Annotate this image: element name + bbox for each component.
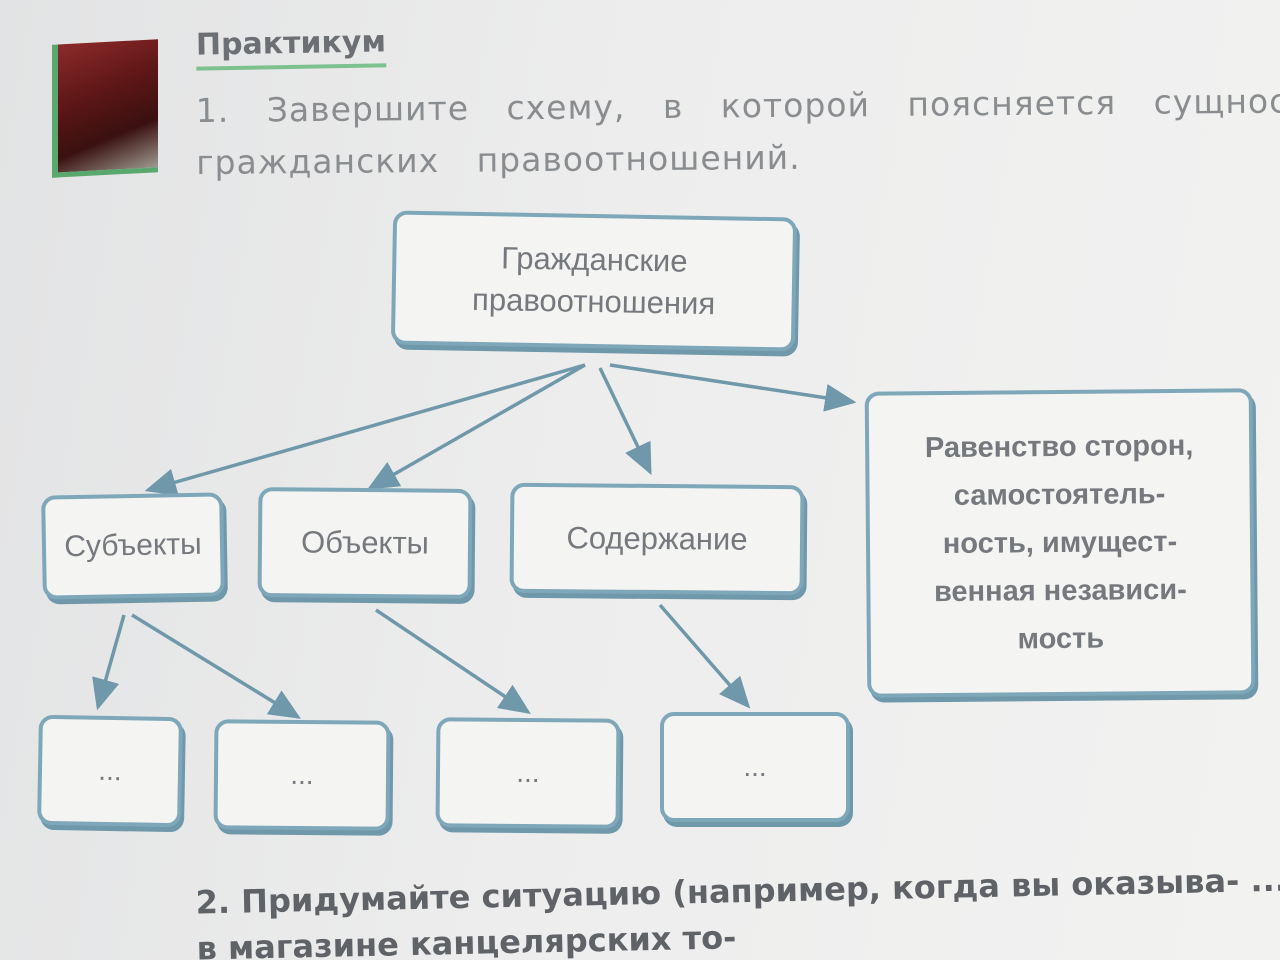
node-subjects: Субъекты [41,492,225,600]
root-node: Гражданские правоотношения [390,210,798,352]
node-objects-label: Объекты [300,524,430,561]
arrow-root-to-objects [366,363,586,490]
task-2-number: 2. [195,882,231,922]
features-line-1: Равенство сторон, [924,429,1194,465]
blank-box-2[interactable]: ... [213,719,391,831]
node-content-label: Содержание [566,520,748,557]
node-objects: Объекты [257,487,473,599]
node-features: Равенство сторон, самостоятель- ность, и… [864,388,1256,698]
arrow-root-to-content [598,367,652,476]
arrow-subjects-to-blank-1 [92,614,126,711]
node-subjects-label: Субъекты [64,527,202,564]
arrow-root-to-subjects [144,363,586,496]
root-node-label: Гражданские правоотношения [471,240,716,322]
node-content: Содержание [509,482,805,596]
task-2-body: Придумайте ситуацию (например, когда вы … [196,860,1280,960]
blank-2-label: ... [290,758,314,791]
blank-4-label: ... [743,751,767,782]
blank-box-3[interactable]: ... [435,717,621,829]
arrow-objects-to-blank-3 [375,608,531,714]
arrow-subjects-to-blank-2 [131,613,301,719]
features-line-2: самостоятель- [953,478,1166,512]
arrow-root-to-features [609,363,857,412]
blank-box-4[interactable]: ... [660,712,850,822]
features-line-5: мость [1017,622,1105,656]
features-line-3: ность, имущест- [942,525,1178,561]
blank-3-label: ... [516,756,540,789]
blank-1-label: ... [98,754,122,787]
arrow-content-to-blank-4 [658,603,751,709]
blank-box-1[interactable]: ... [37,714,183,828]
features-line-4: венная независи- [933,573,1187,609]
